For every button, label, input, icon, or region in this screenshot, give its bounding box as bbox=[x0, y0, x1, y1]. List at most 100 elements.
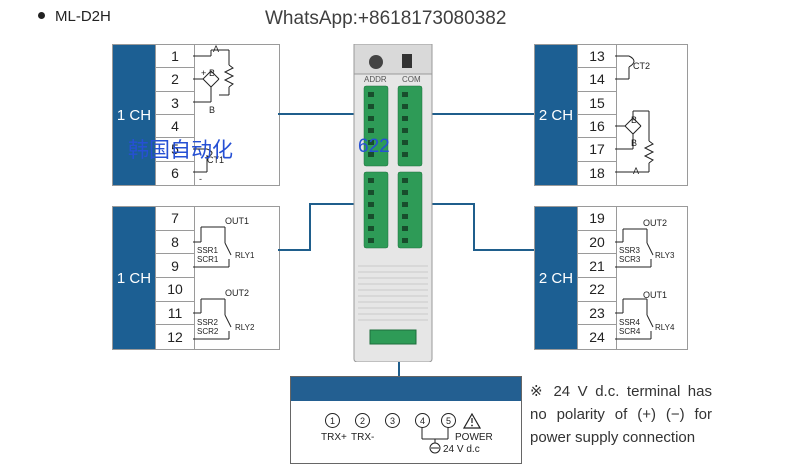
terminal-1: 1 bbox=[156, 45, 194, 69]
num-watermark: 622 bbox=[358, 136, 390, 157]
channel-label: 2 CH bbox=[535, 207, 577, 349]
warning-triangle-icon bbox=[463, 413, 481, 429]
voltage-label: 24 V d.c bbox=[443, 444, 480, 455]
pin-3: 3 bbox=[385, 413, 400, 428]
terminal-10: 10 bbox=[156, 278, 194, 302]
trx-plus-label: TRX+ bbox=[321, 432, 347, 443]
sym-out1: OUT1 bbox=[225, 216, 250, 226]
comm-switch-icon bbox=[402, 54, 412, 68]
addr-label: ADDR bbox=[364, 75, 387, 84]
terminal-17: 17 bbox=[578, 138, 616, 162]
sym-b1: B bbox=[631, 115, 638, 125]
wire-ch1-output-v bbox=[309, 203, 311, 251]
ch1-sensor-block: 1 CH 1 2 3 4 5 6 A B B CT1 + - bbox=[112, 44, 280, 186]
sym-ssr3: SSR3 bbox=[619, 246, 640, 255]
terminal-23: 23 bbox=[578, 302, 616, 326]
terminal-3: 3 bbox=[156, 92, 194, 115]
terminal-15: 15 bbox=[578, 92, 616, 115]
terminal-14: 14 bbox=[578, 68, 616, 92]
terminal-column: 13 14 15 16 17 18 bbox=[577, 45, 617, 185]
terminal-column: 1 2 3 4 5 6 bbox=[155, 45, 195, 185]
power-label: POWER bbox=[455, 432, 493, 443]
terminal-12: 12 bbox=[167, 329, 183, 346]
sym-rly4: RLY4 bbox=[655, 323, 675, 332]
wire-ch2-sensor bbox=[410, 113, 534, 115]
bottom-terminal-block-right bbox=[397, 171, 423, 249]
terminal-21: 21 bbox=[578, 254, 616, 278]
terminal-22: 22 bbox=[578, 278, 616, 302]
wire-ch2-output-h1 bbox=[474, 249, 534, 251]
contact-watermark: WhatsApp:+8618173080382 bbox=[265, 8, 507, 29]
terminal-19: 19 bbox=[578, 207, 616, 231]
controller-module bbox=[353, 44, 433, 362]
terminal-9: 9 bbox=[156, 254, 194, 278]
wire-ch1-output-h1 bbox=[278, 249, 310, 251]
pin-4: 4 bbox=[415, 413, 430, 428]
terminal-13: 13 bbox=[578, 45, 616, 69]
sym-minus: - bbox=[199, 174, 202, 184]
pin-5: 5 bbox=[441, 413, 456, 428]
bottom-terminal-block-left bbox=[363, 171, 389, 249]
ch1-output-block: 1 CH 7 8 9 10 11 12 OUT1 SSR1 SCR1 RLY1 … bbox=[112, 206, 280, 350]
sym-scr3: SCR3 bbox=[619, 255, 641, 264]
power-strip bbox=[291, 377, 521, 401]
sym-b2: B bbox=[209, 105, 216, 115]
address-dial-icon bbox=[369, 55, 383, 69]
terminal-6: 6 bbox=[171, 165, 179, 182]
pin-1: 1 bbox=[325, 413, 340, 428]
terminal-11: 11 bbox=[156, 302, 194, 326]
terminal-18: 18 bbox=[589, 165, 605, 182]
terminal-20: 20 bbox=[578, 231, 616, 255]
sym-out2: OUT2 bbox=[643, 218, 668, 228]
wire-ch2-output-h2 bbox=[412, 203, 475, 205]
power-terminal-box: 1 2 3 4 5 TRX+ TRX- POWER 24 V d.c bbox=[290, 376, 522, 464]
wire-ch1-sensor bbox=[278, 113, 374, 115]
terminal-2: 2 bbox=[156, 68, 194, 92]
terminal-5: 5 bbox=[156, 138, 194, 162]
sym-ct1: CT1 bbox=[207, 155, 225, 165]
channel-label: 2 CH bbox=[535, 45, 577, 185]
power-wiring-icon bbox=[421, 427, 449, 454]
sym-scr4: SCR4 bbox=[619, 327, 641, 336]
terminal-16: 16 bbox=[578, 115, 616, 139]
sym-ssr4: SSR4 bbox=[619, 318, 640, 327]
rtd-schematic-icon bbox=[193, 49, 235, 173]
channel-label: 1 CH bbox=[113, 45, 155, 185]
power-connector bbox=[369, 329, 417, 345]
terminal-column: 19 20 21 22 23 24 bbox=[577, 207, 617, 349]
power-note: ※ 24 V d.c. terminal has no polarity of … bbox=[530, 383, 712, 446]
sym-b1: B bbox=[209, 68, 216, 78]
sym-ssr2: SSR2 bbox=[197, 318, 218, 327]
cn-watermark: 韩国自动化 bbox=[128, 139, 233, 162]
wire-ch2-output-v bbox=[473, 203, 475, 251]
sym-scr1: SCR1 bbox=[197, 255, 219, 264]
terminal-4: 4 bbox=[156, 115, 194, 139]
pin-2: 2 bbox=[355, 413, 370, 428]
sym-scr2: SCR2 bbox=[197, 327, 219, 336]
relay-schematic-icon bbox=[193, 226, 232, 340]
sym-out1: OUT1 bbox=[643, 290, 668, 300]
terminal-24: 24 bbox=[589, 329, 605, 346]
ch2-sensor-block: 2 CH 13 14 15 16 17 18 CT2 B B A bbox=[534, 44, 688, 186]
model-text: ML-D2H bbox=[55, 8, 111, 25]
wire-ch1-output-h2 bbox=[309, 203, 375, 205]
channel-label: 1 CH bbox=[113, 207, 155, 349]
top-terminal-block-right bbox=[397, 85, 423, 167]
model-label: ML-D2H bbox=[38, 8, 111, 25]
rtd-schematic-icon bbox=[615, 55, 655, 173]
sym-b2: B bbox=[631, 138, 638, 148]
terminal-7: 7 bbox=[156, 207, 194, 231]
relay-schematic-icon bbox=[615, 228, 654, 340]
bullet-icon bbox=[38, 11, 45, 19]
sym-a: A bbox=[633, 166, 640, 176]
sym-rly1: RLY1 bbox=[235, 251, 255, 260]
sym-rly3: RLY3 bbox=[655, 251, 675, 260]
ch2-output-block: 2 CH 19 20 21 22 23 24 OUT2 SSR3 SCR3 RL… bbox=[534, 206, 688, 350]
sym-plus: + bbox=[201, 68, 207, 78]
terminal-column: 7 8 9 10 11 12 bbox=[155, 207, 195, 349]
com-label: COM bbox=[402, 75, 421, 84]
sym-a: A bbox=[213, 44, 220, 54]
sym-rly2: RLY2 bbox=[235, 323, 255, 332]
sym-out2: OUT2 bbox=[225, 288, 250, 298]
